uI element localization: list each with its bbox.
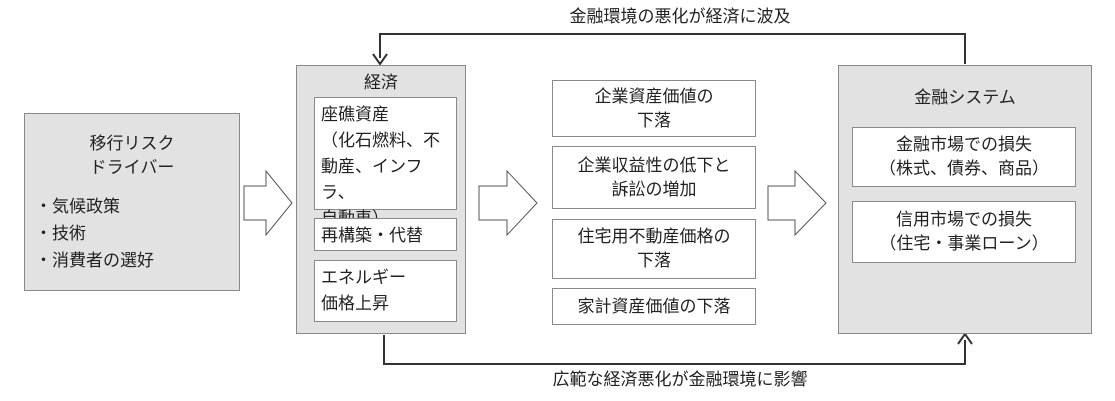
economy-item-restructuring: 再構築・代替 bbox=[314, 218, 457, 251]
financial-item-label: 金融市場での損失 （株式、債券、商品） bbox=[879, 135, 1049, 179]
block-arrow-economy-to-impacts bbox=[478, 169, 538, 237]
feedback-arrow-top bbox=[379, 33, 966, 64]
financial-system-title: 金融システム bbox=[914, 88, 1016, 108]
financial-system-box: 金融システム bbox=[838, 65, 1092, 334]
feedback-label-top: 金融環境の悪化が経済に波及 bbox=[569, 7, 791, 27]
financial-item-credit-loss: 信用市場での損失 （住宅・事業ローン） bbox=[852, 201, 1076, 263]
financial-item-label: 信用市場での損失 （住宅・事業ローン） bbox=[879, 210, 1049, 254]
driver-item: ・気候政策 bbox=[35, 197, 120, 217]
financial-item-market-loss: 金融市場での損失 （株式、債券、商品） bbox=[852, 127, 1076, 187]
feedback-arrow-bottom bbox=[383, 335, 966, 365]
block-arrow-driver-to-economy bbox=[243, 169, 293, 237]
driver-item: ・技術 bbox=[35, 224, 86, 244]
feedback-arrow-top-head bbox=[372, 53, 388, 66]
impact-label: 家計資産価値の下落 bbox=[577, 296, 731, 317]
driver-list: ・気候政策 ・技術 ・消費者の選好 bbox=[35, 194, 154, 275]
feedback-label-bottom: 広範な経済悪化が金融環境に影響 bbox=[552, 370, 808, 390]
economy-item-label: 再構築・代替 bbox=[321, 226, 423, 246]
impact-label: 住宅用不動産価格の 下落 bbox=[577, 227, 731, 271]
impact-label: 企業資産価値の 下落 bbox=[594, 86, 714, 131]
economy-item-energy-price: エネルギー 価格上昇 bbox=[314, 260, 457, 322]
impact-box: 家計資産価値の下落 bbox=[552, 288, 756, 325]
economy-item-label: エネルギー 価格上昇 bbox=[321, 268, 406, 314]
economy-title: 経済 bbox=[364, 73, 398, 93]
economy-item-label: 座礁資産 （化石燃料、不 動産、インフラ、 自動車） bbox=[321, 105, 440, 229]
impact-box: 企業資産価値の 下落 bbox=[552, 80, 756, 137]
transition-risk-drivers-box: 移行リスク ドライバー ・気候政策 ・技術 ・消費者の選好 bbox=[24, 113, 240, 291]
feedback-arrow-bottom-head bbox=[957, 332, 973, 345]
block-arrow-impacts-to-financial bbox=[767, 169, 827, 237]
economy-item-stranded-assets: 座礁資産 （化石燃料、不 動産、インフラ、 自動車） bbox=[314, 97, 457, 229]
impact-box: 住宅用不動産価格の 下落 bbox=[552, 219, 756, 279]
impact-label: 企業収益性の低下と 訴訟の増加 bbox=[577, 155, 731, 200]
driver-title: 移行リスク ドライバー bbox=[89, 134, 175, 178]
impact-box: 企業収益性の低下と 訴訟の増加 bbox=[552, 146, 756, 209]
driver-item: ・消費者の選好 bbox=[35, 251, 154, 271]
